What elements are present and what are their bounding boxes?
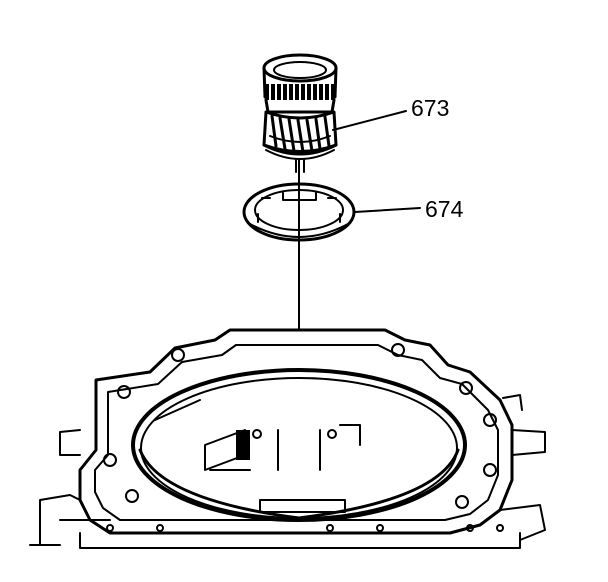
callout-673: 673: [411, 95, 450, 121]
leader-line-674: [354, 207, 421, 213]
transmission-case-icon: [29, 328, 546, 549]
sun-gear-shaft-icon: [262, 53, 338, 173]
leader-line-673: [332, 110, 407, 131]
callout-674: 674: [425, 196, 464, 222]
